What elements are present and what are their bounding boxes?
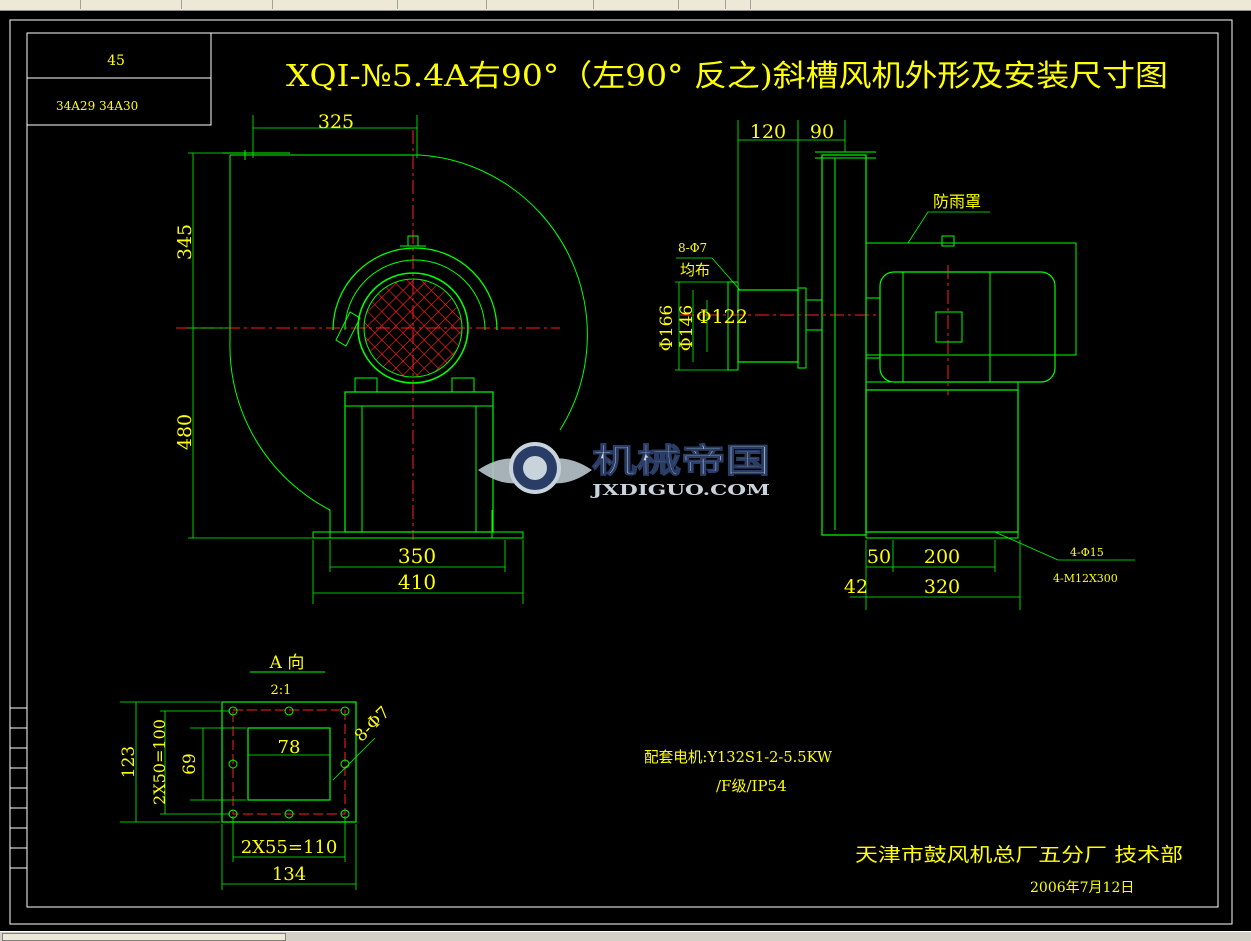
dim-69: 69 [180,753,200,775]
title-cell-top: 45 [107,53,125,69]
cad-drawing: 45 34A29 34A30 XQⅠ-№5.4A右90°（左90° 反之)斜槽风… [9,19,1233,925]
dim-120: 120 [750,121,786,143]
label-8-holes: 8-Φ7 [678,241,707,255]
company-name: 天津市鼓风机总厂五分厂 技术部 [855,844,1183,866]
label-bolts: 4-M12X300 [1053,572,1118,585]
toolbar [0,0,1251,11]
dim-320: 320 [924,576,960,598]
dim-410: 410 [398,570,436,594]
dim-480: 480 [174,414,196,450]
drawing-canvas[interactable]: 45 34A29 34A30 XQⅠ-№5.4A右90°（左90° 反之)斜槽风… [0,11,1251,931]
dim-50: 50 [867,546,891,568]
a-view-scale: 2:1 [271,683,292,698]
dim-2x55: 2X55=110 [241,837,338,858]
layout-tab[interactable] [2,933,286,941]
watermark-cn: 机械帝国 [592,441,770,480]
watermark-logo: 机械帝国 JXDIGUO.COM [478,441,771,499]
toolbar-button[interactable] [81,0,182,9]
front-view: 325 345 480 350 410 [174,111,588,604]
a-view-title: A 向 [269,653,305,673]
dim-42: 42 [844,576,868,598]
label-even: 均布 [680,261,710,279]
a-view: A 向 2:1 123 [119,653,394,890]
toolbar-button[interactable] [0,0,81,9]
label-rain-cover: 防雨罩 [933,192,981,211]
motor-note-line2: /F级/IP54 [716,777,787,795]
side-view: 120 90 防雨罩 8-Φ7 均布 Φ166 Φ146 Φ122 50 200… [657,120,1135,610]
label-bolt-holes: 4-Φ15 [1070,546,1104,559]
toolbar-button[interactable] [398,0,487,9]
toolbar-button[interactable] [182,0,273,9]
drawing-date: 2006年7月12日 [1030,880,1134,896]
title-cell-bottom: 34A29 34A30 [56,99,138,113]
watermark-en: JXDIGUO.COM [589,481,770,499]
dim-78: 78 [278,737,301,758]
dim-123: 123 [119,746,139,778]
toolbar-button[interactable] [273,0,398,9]
toolbar-button[interactable] [487,0,594,9]
toolbar-button[interactable] [594,0,679,9]
toolbar-button[interactable] [679,0,726,9]
dim-134: 134 [272,864,306,885]
dim-90: 90 [810,121,834,143]
drawing-title: XQⅠ-№5.4A右90°（左90° 反之)斜槽风机外形及安装尺寸图 [286,59,1168,94]
dim-2x50: 2X50=100 [150,719,169,805]
dim-d166: Φ166 [657,305,677,351]
dim-200: 200 [924,546,960,568]
dim-350: 350 [398,544,436,568]
dim-345: 345 [174,224,196,260]
dim-325: 325 [318,111,354,133]
dim-d146: Φ146 [677,305,697,351]
motor-note-line1: 配套电机:Y132S1-2-5.5KW [644,748,833,766]
dim-8-holes: 8-Φ7 [351,703,394,746]
drawing-frame [9,19,1233,925]
dim-d122: Φ122 [696,306,748,328]
toolbar-button[interactable] [726,0,751,9]
